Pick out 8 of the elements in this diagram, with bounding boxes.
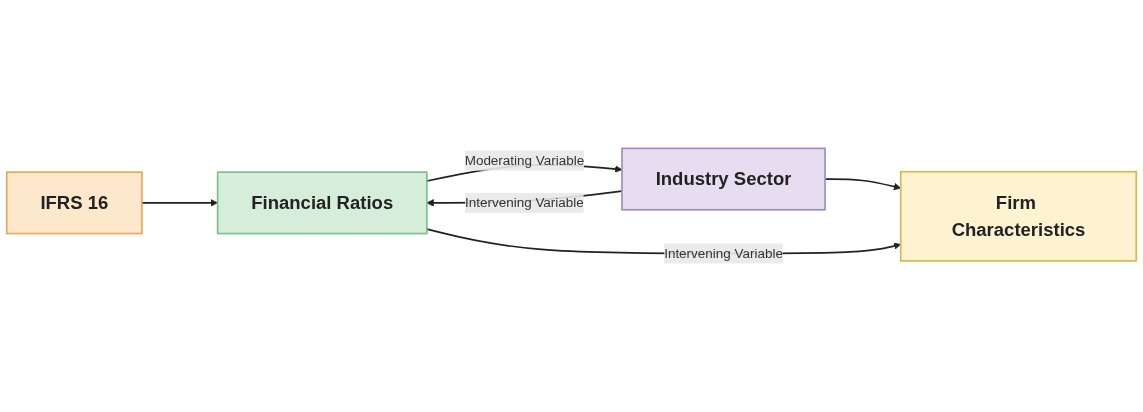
node-box: IFRS 16: [5, 171, 143, 235]
edge-label: Intervening Variable: [664, 245, 783, 261]
node-box: Firm Characteristics: [899, 170, 1138, 262]
arrow: [141, 199, 218, 207]
edge-label: Intervening Variable: [465, 195, 584, 210]
node-box: Industry Sector: [621, 147, 826, 211]
node-box: Financial Ratios: [216, 171, 428, 235]
edge-label: Moderating Variable: [464, 153, 585, 168]
